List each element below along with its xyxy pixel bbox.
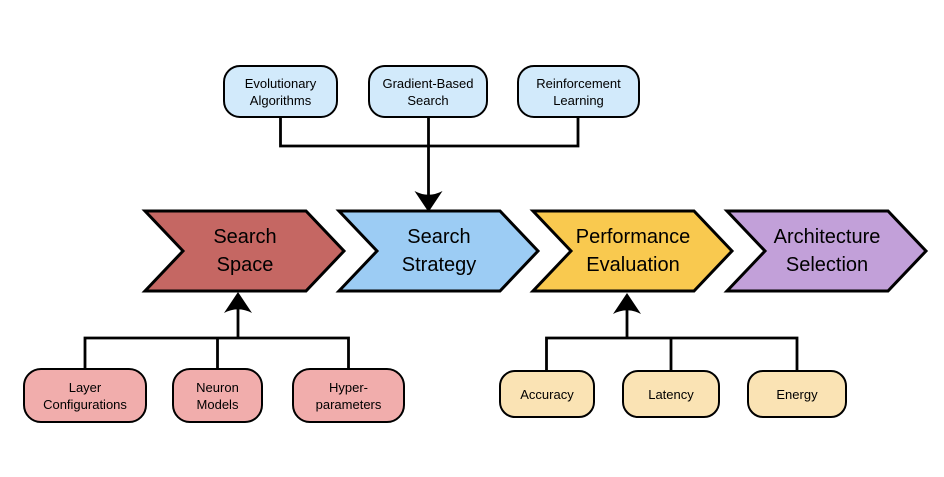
node-label: Energy <box>776 386 818 402</box>
chevron-shape <box>723 209 929 293</box>
node-energy: Energy <box>747 370 847 418</box>
node-gradient-based-search: Gradient-Based Search <box>368 65 488 118</box>
connector-components-bracket <box>83 336 350 369</box>
node-accuracy: Accuracy <box>499 370 595 418</box>
arrowhead-up-right-icon <box>613 293 641 314</box>
stage-label: Search Space <box>213 226 277 276</box>
connector-metrics-bracket <box>545 336 799 371</box>
node-hyper-parameters: Hyper- parameters <box>292 368 405 423</box>
chevron-polygon <box>529 209 735 293</box>
chevron-polygon <box>723 209 929 293</box>
chevron-shape <box>529 209 735 293</box>
chevron-polygon <box>335 209 541 293</box>
node-label: Evolutionary Algorithms <box>244 75 317 108</box>
node-reinforcement-learning: Reinforcement Learning <box>517 65 640 118</box>
arrowhead-up-left-icon <box>224 292 252 313</box>
node-evolutionary-algorithms: Evolutionary Algorithms <box>223 65 338 118</box>
stage-label: Search Strategy <box>401 226 477 276</box>
node-label: Latency <box>648 386 694 402</box>
node-label: Reinforcement Learning <box>536 75 621 108</box>
stage-label: Architecture Selection <box>773 226 881 276</box>
node-latency: Latency <box>622 370 720 418</box>
node-label: Gradient-Based Search <box>382 75 474 108</box>
stage-search-space: Search Space <box>141 209 347 293</box>
node-label: Layer Configurations <box>43 379 127 412</box>
chevron-shape <box>335 209 541 293</box>
arrowhead-down-icon <box>414 191 443 212</box>
stage-label: Performance Evaluation <box>575 226 691 276</box>
connector-strategies-bracket <box>279 118 580 148</box>
node-neuron-models: Neuron Models <box>172 368 263 423</box>
chevron-polygon <box>141 209 347 293</box>
node-layer-configurations: Layer Configurations <box>23 368 147 423</box>
stage-performance-evaluation: Performance Evaluation <box>529 209 735 293</box>
stage-search-strategy: Search Strategy <box>335 209 541 293</box>
stage-architecture-selection: Architecture Selection <box>723 209 929 293</box>
node-label: Hyper- parameters <box>315 379 382 412</box>
chevron-shape <box>141 209 347 293</box>
node-label: Neuron Models <box>196 379 239 412</box>
node-label: Accuracy <box>520 386 574 402</box>
